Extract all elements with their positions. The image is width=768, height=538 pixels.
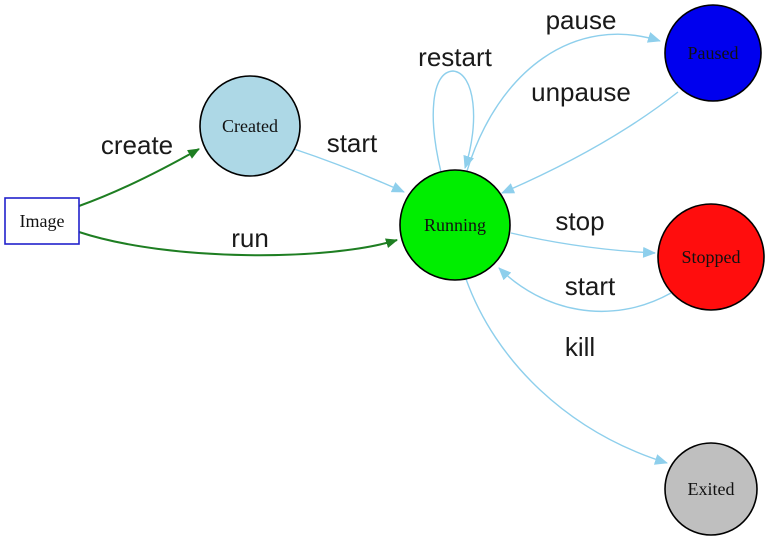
- node-label-paused: Paused: [688, 43, 739, 63]
- node-label-stopped: Stopped: [681, 247, 740, 267]
- edge-label-stop: stop: [555, 206, 604, 236]
- edge-labels-layer: create run start restart pause unpause stop sta…: [101, 5, 631, 362]
- edge-label-start-created-to-running: start: [327, 128, 378, 158]
- edge-stop: [510, 232, 656, 258]
- edge-label-kill: kill: [565, 332, 595, 362]
- node-exited: [664, 442, 758, 536]
- edge-label-pause: pause: [546, 5, 617, 35]
- edge-label-run: run: [231, 223, 269, 253]
- edge-restart-self-loop: [432, 70, 475, 173]
- edge-unpause: [501, 91, 679, 194]
- edge-create: [78, 148, 200, 207]
- edge-label-start-stopped-to-running: start: [565, 271, 616, 301]
- edge-pause: [466, 32, 661, 172]
- node-label-exited: Exited: [688, 479, 735, 499]
- edge-label-unpause: unpause: [531, 77, 631, 107]
- node-created: [199, 75, 301, 177]
- node-stopped: [657, 203, 765, 311]
- edge-run: [78, 231, 398, 257]
- edge-label-restart-self-loop: restart: [418, 42, 492, 72]
- edges-layer: [78, 32, 679, 465]
- node-running: [399, 169, 511, 281]
- edge-start-stopped-to-running: [498, 267, 672, 312]
- node-label-created: Created: [222, 116, 278, 136]
- node-paused: [664, 4, 762, 102]
- edge-start-created-to-running: [293, 148, 405, 193]
- edge-kill: [465, 278, 668, 465]
- node-image: [4, 197, 80, 245]
- edge-label-create: create: [101, 130, 173, 160]
- node-label-image: Image: [20, 211, 65, 231]
- node-label-running: Running: [424, 215, 486, 235]
